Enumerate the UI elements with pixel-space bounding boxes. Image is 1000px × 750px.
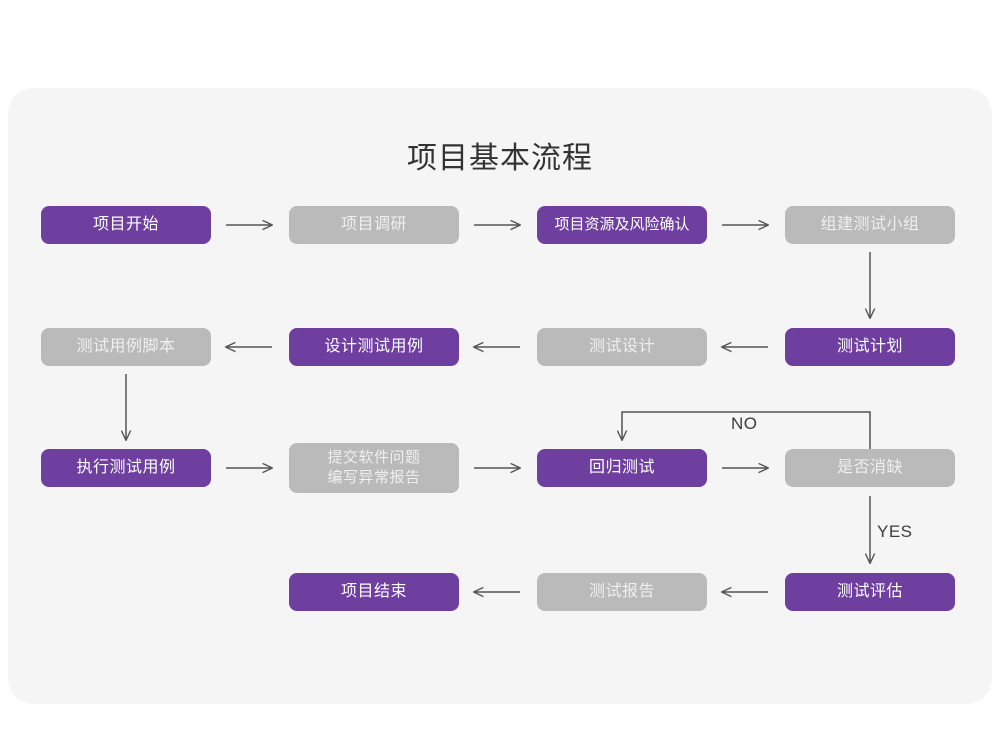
page-title: 项目基本流程: [407, 142, 593, 175]
node-test-evaluation[interactable]: 测试评估: [785, 573, 955, 611]
node-test-report[interactable]: 测试报告: [537, 573, 707, 611]
node-execute-test-case[interactable]: 执行测试用例: [41, 449, 211, 487]
node-project-research[interactable]: 项目调研: [289, 206, 459, 244]
node-project-end[interactable]: 项目结束: [289, 573, 459, 611]
node-design-test-case[interactable]: 设计测试用例: [289, 328, 459, 366]
node-resource-risk-confirm[interactable]: 项目资源及风险确认: [537, 206, 707, 244]
node-test-case-script[interactable]: 测试用例脚本: [41, 328, 211, 366]
node-test-plan[interactable]: 测试计划: [785, 328, 955, 366]
node-defect-resolved-decision[interactable]: 是否消缺: [785, 449, 955, 487]
content-panel: [8, 88, 992, 704]
node-regression-test[interactable]: 回归测试: [537, 449, 707, 487]
node-test-design[interactable]: 测试设计: [537, 328, 707, 366]
node-project-start[interactable]: 项目开始: [41, 206, 211, 244]
edge-label-yes: YES: [877, 522, 913, 541]
node-submit-issue-report[interactable]: 提交软件问题 编写异常报告: [289, 443, 459, 493]
node-build-test-team[interactable]: 组建测试小组: [785, 206, 955, 244]
edge-label-no: NO: [731, 414, 758, 433]
